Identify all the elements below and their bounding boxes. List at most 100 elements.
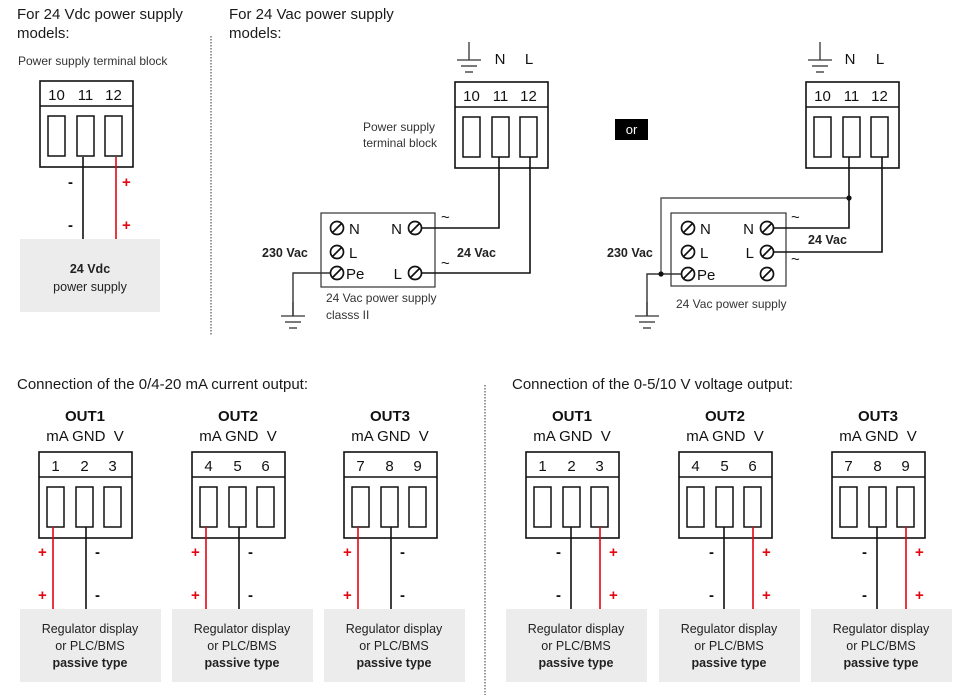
voltage-output-out2-terminal-slot: [686, 486, 705, 528]
current-output-out3-terminal-slot: [408, 486, 427, 528]
dc-neg-sign-upper: -: [68, 174, 73, 191]
ac-b-tilde-top: ~: [791, 209, 800, 226]
ac-title-line1: For 24 Vac power supply: [229, 6, 394, 23]
current-output-out3-pos-sign: +: [343, 544, 352, 561]
ac-b-terminal-block: 10 11 12: [805, 81, 900, 169]
ac-b-screw-right-l-slash: [761, 246, 773, 258]
voltage-output-out1-terminal-slot: [562, 486, 581, 528]
ac-b-neutral-earth-bridge: [660, 197, 849, 274]
ac-a-input-label: 230 Vac: [262, 246, 308, 260]
current-output-out1-neg-sign: -: [95, 587, 100, 604]
current-output-out3-pin-header: mA GND V: [351, 428, 429, 445]
voltage-output-out1-terminal-pin-number: 3: [595, 458, 603, 475]
current-output-out3-terminal-slot: [380, 486, 399, 528]
ground-icon: [281, 302, 305, 329]
voltage-output-out2-name: OUT2: [705, 408, 745, 425]
ac-a-label-l: L: [525, 51, 533, 68]
voltage-output-out2-device-box: [659, 609, 800, 682]
dc-neg-sign-lower: -: [68, 217, 73, 234]
ac-b-screw-right-n-slash: [761, 222, 773, 234]
current-output-out3-name: OUT3: [370, 408, 410, 425]
ac-a-caption-line1: 24 Vac power supply: [326, 291, 437, 305]
voltage-output-out2-pos-sign: +: [762, 587, 771, 604]
ac-b-terminal-pin-number: 11: [844, 88, 860, 105]
voltage-output-out2-neg-sign: -: [709, 587, 714, 604]
current-output-out2-terminal-pin-number: 4: [204, 458, 212, 475]
ac-a-left-l: L: [349, 245, 357, 262]
ac-b-label-l: L: [876, 51, 884, 68]
current-output-out1-pin-header: mA GND V: [46, 428, 124, 445]
current-output-out1-pos-sign: +: [38, 544, 47, 561]
voltage-output-out3-pos-sign: +: [915, 544, 924, 561]
ac-b-caption: 24 Vac power supply: [676, 297, 787, 311]
voltage-output-out1-device-box: [506, 609, 647, 682]
ac-a-terminal-slot: [491, 116, 510, 158]
current-output-out3-terminal-pin-number: 8: [385, 458, 393, 475]
voltage-output-out2-terminal-slot: [715, 486, 734, 528]
voltage-output-out1-terminal-pin-number: 1: [538, 458, 546, 475]
dc-terminal-pin-number: 11: [78, 87, 94, 104]
voltage-output-out1-device-line3: passive type: [538, 656, 613, 670]
voltage-output-out1-pin-header: mA GND V: [533, 428, 611, 445]
ac-b-screw-left-n-slash: [682, 222, 694, 234]
ac-b-right-n: N: [743, 221, 754, 238]
ground-icon: [808, 42, 832, 73]
ac-b-right-l: L: [746, 245, 754, 262]
voltage-output-out3-device-line2: or PLC/BMS: [846, 639, 915, 653]
current-output-out1-terminal-pin-number: 3: [108, 458, 116, 475]
ac-a-label-n: N: [495, 51, 506, 68]
ac-a-caption-line2: classs II: [326, 308, 369, 322]
ac-a-screw-left-n-slash: [331, 222, 343, 234]
voltage-output-out2-neg-sign: -: [709, 544, 714, 561]
current-output-out3-device-box: [324, 609, 465, 682]
ac-b-terminal-slot: [842, 116, 861, 158]
ac-b-screw-left-pe-slash: [682, 268, 694, 280]
ac-a-terminal-pin-number: 12: [520, 88, 537, 105]
ac-b-terminal-slot: [870, 116, 889, 158]
ac-b-output-label: 24 Vac: [808, 233, 847, 247]
current-output-out1-name: OUT1: [65, 408, 105, 425]
dc-section: For 24 Vdc power supply models: Power su…: [17, 6, 183, 312]
voltage-output-out2-device-line2: or PLC/BMS: [694, 639, 763, 653]
or-badge: [615, 119, 648, 140]
ac-b-neutral-wire: [774, 157, 850, 229]
current-output-out2-pos-sign: +: [191, 587, 200, 604]
ac-b-terminal-pin-number: 10: [814, 88, 831, 105]
current-output-out3-neg-sign: -: [400, 544, 405, 561]
ac-a-neutral-wire: [422, 157, 500, 229]
current-output-out2-device-box: [172, 609, 313, 682]
voltage-output-out3-neg-sign: -: [862, 544, 867, 561]
current-output-out2-neg-sign: -: [248, 544, 253, 561]
dc-pos-sign-upper: +: [122, 174, 131, 191]
current-output-out2-terminal-slot: [199, 486, 218, 528]
ac-a-left-pe: Pe: [346, 266, 364, 283]
current-output-out2-device-line3: passive type: [204, 656, 279, 670]
voltage-output-out1-neg-sign: -: [556, 587, 561, 604]
current-output-out3-device-line3: passive type: [356, 656, 431, 670]
ac-a-transformer-box: [320, 212, 436, 288]
dc-title-line2: models:: [17, 25, 70, 42]
current-output-out1-device-line1: Regulator display: [42, 622, 139, 636]
dc-power-supply-box: [20, 239, 160, 312]
dc-supply-voltage: 24 Vdc: [70, 262, 110, 276]
voltage-output-out3-device-line3: passive type: [843, 656, 918, 670]
current-output-out1-device-box: [20, 609, 161, 682]
voltage-output-out1-device-line1: Regulator display: [528, 622, 625, 636]
current-output-out2-terminal-pin-number: 5: [233, 458, 241, 475]
ac-b-junction-top: [846, 195, 852, 201]
ac-terminal-caption-line2: terminal block: [363, 136, 438, 150]
voltage-output-out2-terminal-pin-number: 4: [691, 458, 699, 475]
current-output-out2-pos-sign: +: [191, 544, 200, 561]
voltage-output-out3-pos-sign: +: [915, 587, 924, 604]
ac-a-terminal-slot: [519, 116, 538, 158]
ac-b-label-n: N: [845, 51, 856, 68]
ac-b-terminal-pin-number: 12: [871, 88, 888, 105]
dc-terminal-caption: Power supply terminal block: [18, 54, 168, 68]
current-output-out3-device-line2: or PLC/BMS: [359, 639, 428, 653]
current-output-out1-device-line2: or PLC/BMS: [55, 639, 124, 653]
